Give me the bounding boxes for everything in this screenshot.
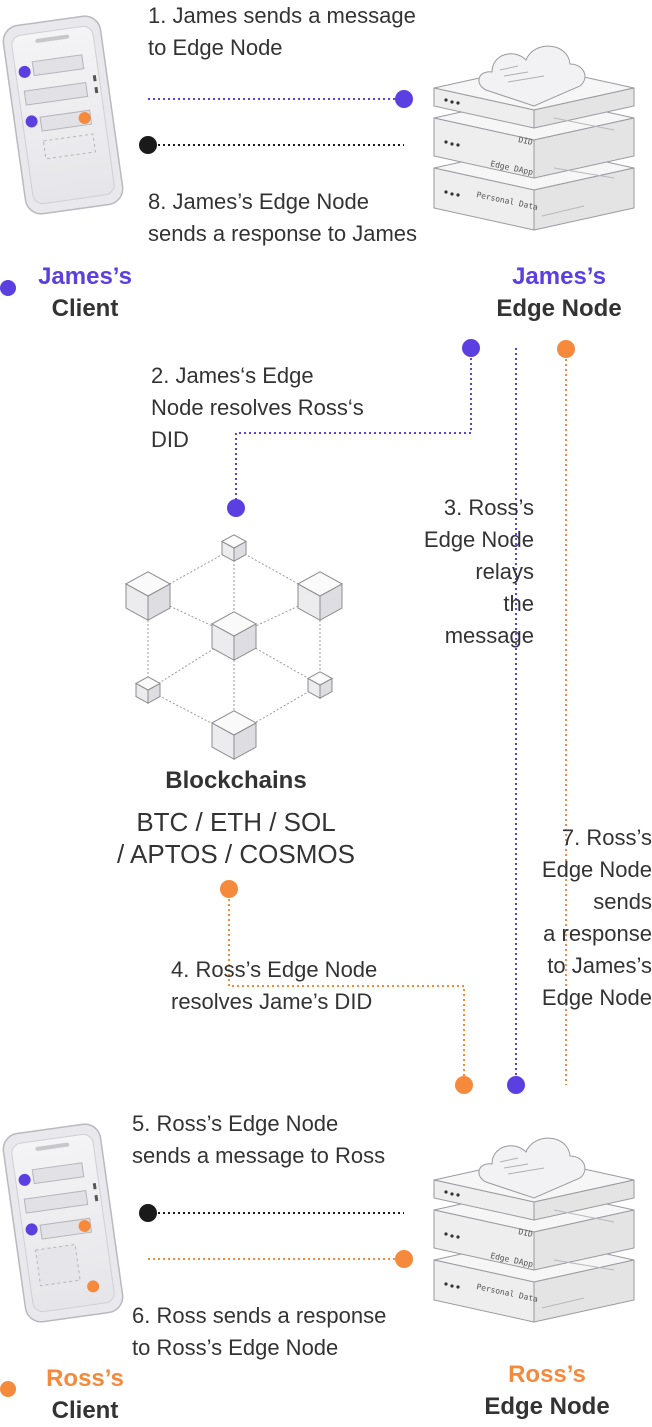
dot-step3-end	[507, 1076, 525, 1094]
connectors	[148, 98, 567, 1260]
dot-step8-end	[139, 136, 157, 154]
ross-edge-node-server-icon	[433, 1137, 635, 1323]
blockchain-cube-icon	[210, 710, 258, 761]
endpoint-dots	[0, 90, 575, 1397]
ross-client-label: Ross’s Client	[46, 1365, 124, 1424]
ross-phone-icon	[2, 1123, 124, 1323]
layer-did-label: DID	[518, 1227, 534, 1239]
blockchain-network-icon	[124, 534, 344, 761]
dot-step4-start	[455, 1076, 473, 1094]
james-phone-icon	[2, 15, 124, 215]
james-client-label: James’s Client	[38, 263, 132, 322]
dot-step1-end	[395, 90, 413, 108]
ross-edge-node-label: Ross’s Edge Node	[484, 1361, 610, 1420]
james-edge-node-label: James’s Edge Node	[496, 263, 622, 322]
dot-step6-end	[395, 1250, 413, 1268]
blockchains-title: Blockchains	[165, 767, 307, 794]
blockchains-line1: BTC / ETH / SOL	[136, 807, 336, 837]
dot-step2-end	[227, 499, 245, 517]
dot-step5-end	[139, 1204, 157, 1222]
blockchain-cube-icon	[296, 571, 344, 622]
james-edge-node-server-icon	[433, 45, 635, 231]
dot-step4-end	[220, 880, 238, 898]
ross-client-dot	[0, 1381, 16, 1397]
connector-step4	[228, 889, 465, 1085]
blockchain-cube-icon	[124, 571, 172, 622]
james-client-dot	[0, 280, 16, 296]
blockchains-line2: / APTOS / COSMOS	[117, 839, 355, 869]
blockchain-cubes	[124, 534, 344, 761]
blockchain-cube-icon	[134, 676, 162, 705]
blockchain-cube-icon	[306, 671, 334, 700]
layer-did-label: DID	[518, 135, 534, 147]
blockchain-cube-icon	[210, 611, 258, 662]
dot-step7-end	[557, 340, 575, 358]
blockchain-cube-icon	[220, 534, 248, 563]
dot-step2-start	[462, 339, 480, 357]
